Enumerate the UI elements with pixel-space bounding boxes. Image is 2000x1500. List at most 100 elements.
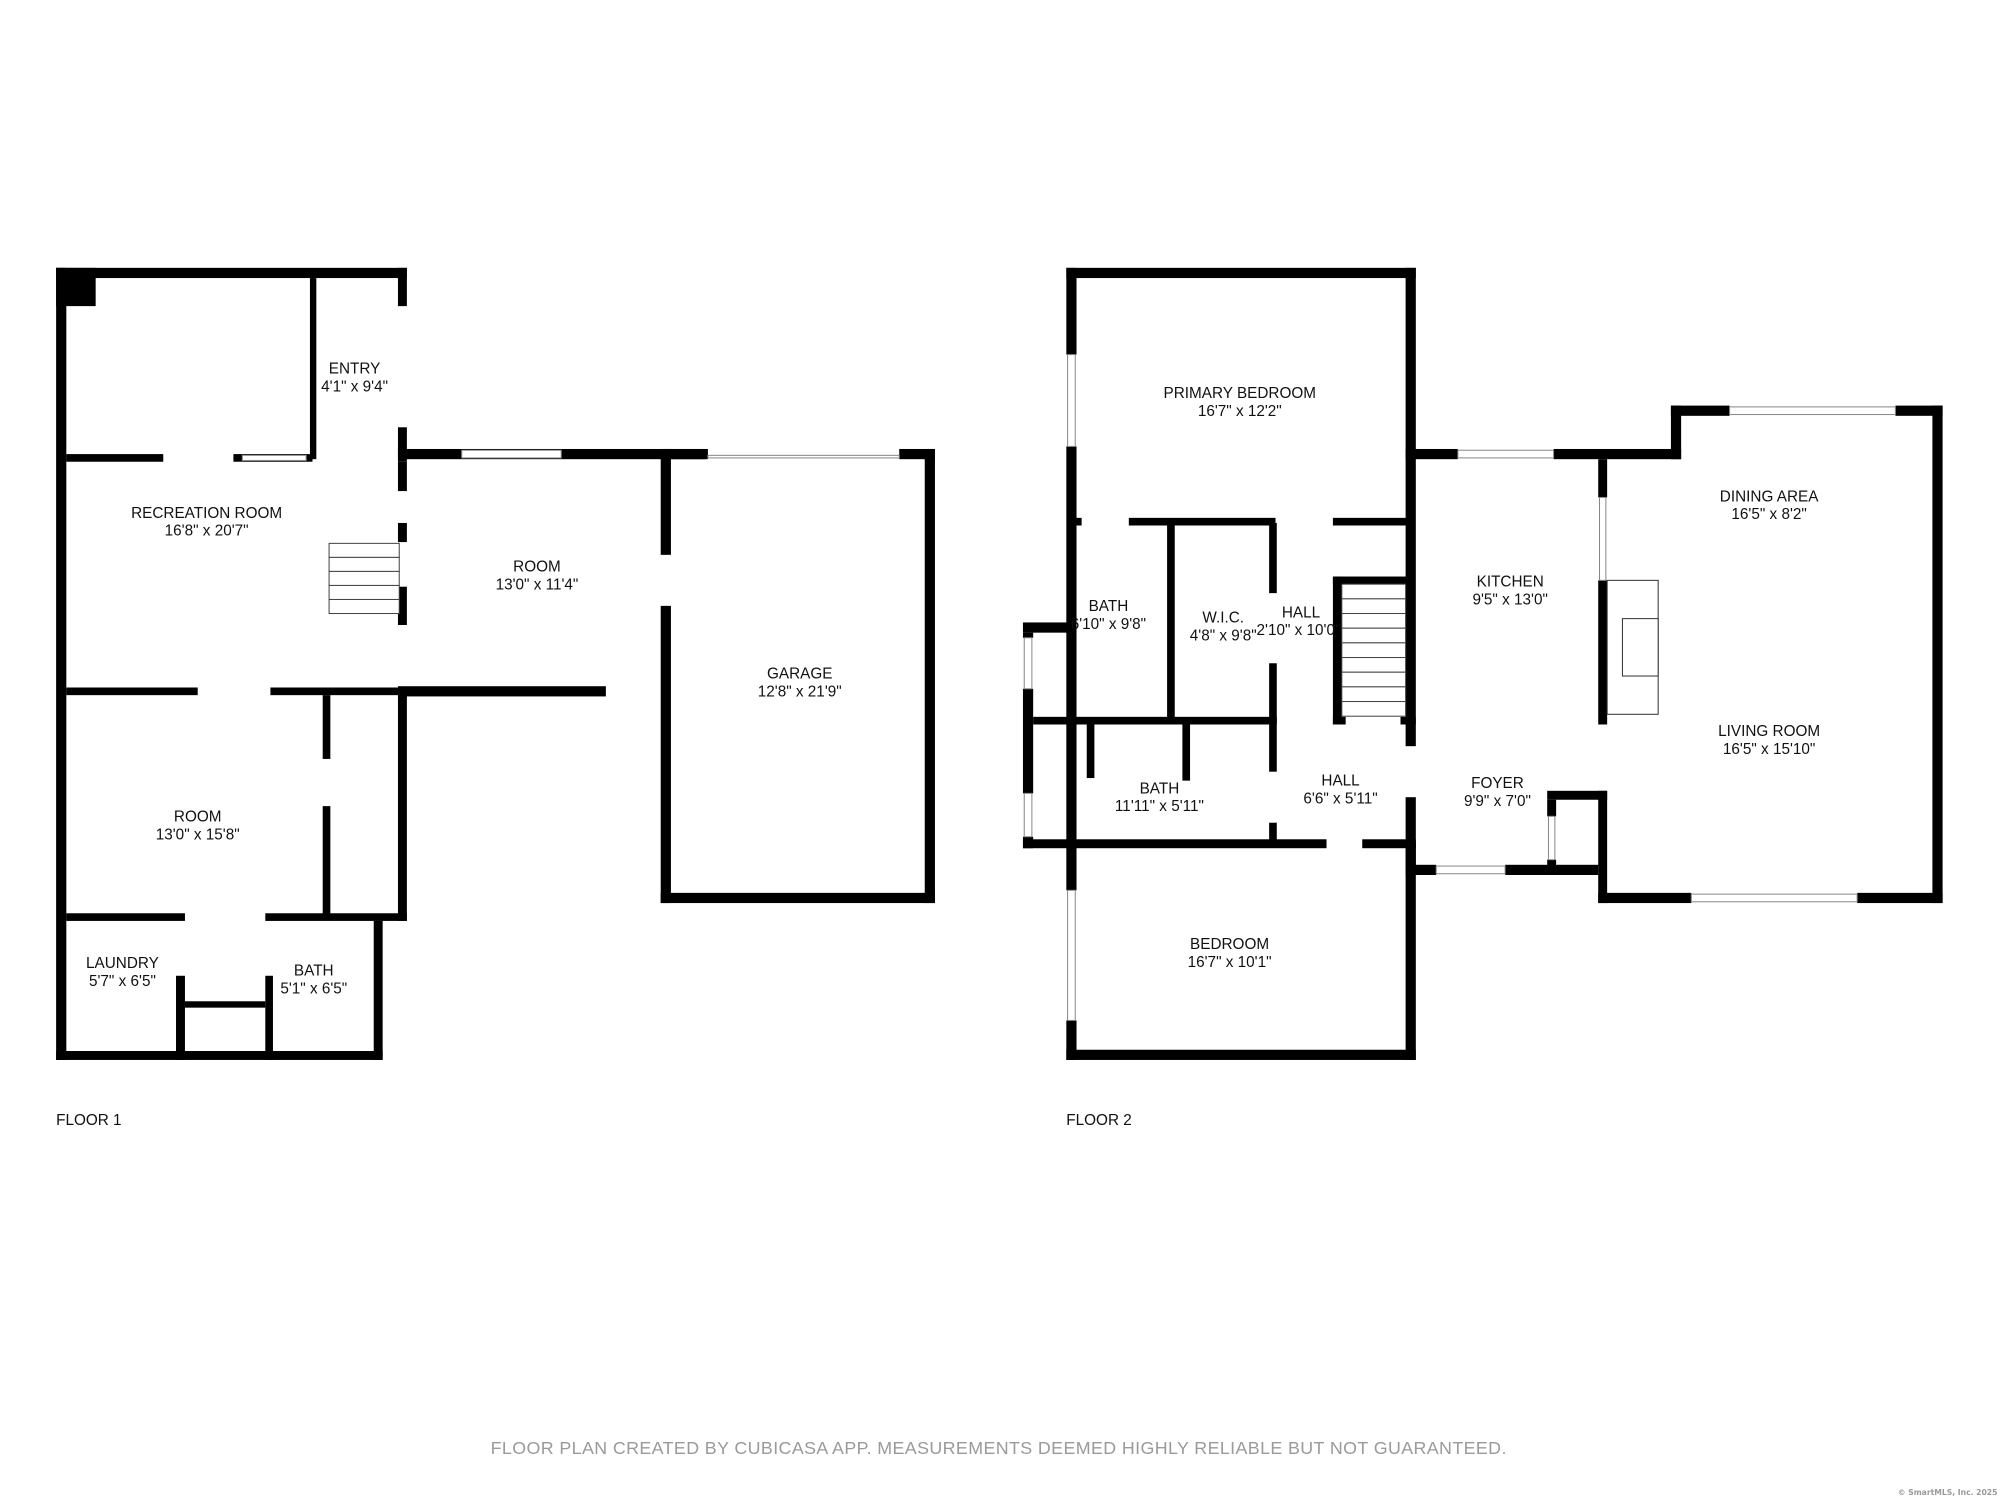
wall — [1332, 576, 1410, 585]
wall — [1066, 267, 1077, 355]
wall — [1932, 405, 1943, 904]
wall — [660, 448, 671, 555]
stair-step — [328, 584, 400, 600]
window — [1067, 889, 1076, 1021]
wall — [176, 975, 185, 1060]
wall — [66, 687, 198, 696]
svg-text:ENTRY: ENTRY — [329, 361, 381, 378]
wall — [184, 1001, 266, 1008]
wall — [1182, 724, 1191, 781]
wall — [1895, 405, 1943, 416]
wall — [1076, 517, 1082, 526]
svg-text:16'7" x 10'1": 16'7" x 10'1" — [1188, 954, 1272, 971]
stair-step — [328, 598, 400, 615]
svg-text:BATH: BATH — [1140, 780, 1180, 797]
wall — [1405, 841, 1416, 1060]
svg-text:5'7" x 6'5": 5'7" x 6'5" — [89, 973, 156, 990]
svg-text:LIVING ROOM: LIVING ROOM — [1718, 723, 1820, 740]
stair-step — [328, 542, 400, 558]
wall — [1405, 797, 1416, 875]
wall — [1598, 459, 1608, 498]
wall — [1362, 839, 1416, 849]
floor-2-label: FLOOR 2 — [1066, 1112, 1131, 1129]
wall — [1066, 267, 1416, 279]
stair-step — [328, 570, 400, 586]
svg-text:9'5" x 13'0": 9'5" x 13'0" — [1473, 592, 1548, 609]
room-wic: W.I.C.4'8" x 9'8" — [1190, 609, 1257, 644]
wall — [1598, 790, 1608, 904]
window — [707, 454, 900, 459]
svg-text:LAUNDRY: LAUNDRY — [86, 955, 159, 972]
wall — [1066, 1020, 1077, 1060]
wall — [1405, 267, 1416, 455]
svg-text:16'5" x 8'2": 16'5" x 8'2" — [1731, 506, 1806, 523]
svg-text:RECREATION ROOM: RECREATION ROOM — [131, 505, 282, 522]
wall — [1553, 448, 1682, 460]
wall — [1547, 790, 1608, 800]
window — [1729, 406, 1896, 416]
footer-disclaimer: FLOOR PLAN CREATED BY CUBICASA APP. MEAS… — [491, 1438, 1507, 1458]
svg-text:13'0" x 11'4": 13'0" x 11'4" — [496, 576, 579, 593]
wall — [1405, 448, 1458, 460]
window — [1690, 893, 1858, 903]
svg-text:FOYER: FOYER — [1471, 775, 1524, 792]
wall — [270, 687, 398, 696]
wall — [1670, 405, 1730, 416]
svg-text:PRIMARY BEDROOM: PRIMARY BEDROOM — [1164, 385, 1316, 402]
window — [1547, 815, 1556, 861]
svg-text:12'8" x 21'9": 12'8" x 21'9" — [758, 683, 842, 700]
window — [241, 454, 307, 461]
window — [461, 449, 562, 459]
wall — [660, 605, 671, 904]
wall — [1022, 839, 1327, 849]
svg-text:ROOM: ROOM — [513, 558, 561, 575]
wall — [397, 267, 407, 307]
wall — [1332, 517, 1410, 526]
wall — [1086, 724, 1095, 779]
wall — [1269, 522, 1277, 594]
svg-text:BEDROOM: BEDROOM — [1190, 936, 1269, 953]
svg-text:4'8" x 9'8": 4'8" x 9'8" — [1190, 627, 1257, 644]
wall — [660, 892, 935, 904]
wall — [1598, 892, 1692, 904]
svg-text:16'7" x 12'2": 16'7" x 12'2" — [1198, 403, 1282, 420]
wall — [1670, 405, 1682, 460]
svg-text:DINING AREA: DINING AREA — [1720, 488, 1819, 505]
wall — [56, 267, 407, 279]
svg-text:ROOM: ROOM — [174, 808, 222, 825]
stair-step — [1341, 701, 1407, 717]
stair-step — [1341, 583, 1407, 600]
wall — [56, 267, 67, 1060]
svg-text:6'6" x 5'11": 6'6" x 5'11" — [1303, 791, 1377, 808]
wall — [66, 454, 164, 462]
wall — [660, 448, 708, 460]
window — [1457, 449, 1555, 459]
fireplace-hearth — [1621, 618, 1659, 677]
wall — [66, 913, 185, 921]
svg-text:W.I.C.: W.I.C. — [1202, 609, 1244, 626]
wall — [56, 1051, 383, 1060]
copyright: © SmartMLS, Inc. 2025 — [1898, 1488, 1998, 1497]
wall — [1332, 576, 1342, 725]
svg-text:GARAGE: GARAGE — [767, 666, 832, 683]
svg-text:16'8" x 20'7": 16'8" x 20'7" — [165, 523, 249, 540]
wall — [1167, 522, 1175, 721]
svg-text:HALL: HALL — [1282, 604, 1320, 621]
wall — [1857, 892, 1943, 904]
window — [1023, 637, 1033, 690]
svg-text:BATH: BATH — [1089, 598, 1129, 615]
wall — [1269, 822, 1277, 845]
wall — [1547, 859, 1557, 875]
wall — [373, 920, 383, 1060]
wall — [397, 522, 407, 543]
wall — [397, 461, 407, 492]
